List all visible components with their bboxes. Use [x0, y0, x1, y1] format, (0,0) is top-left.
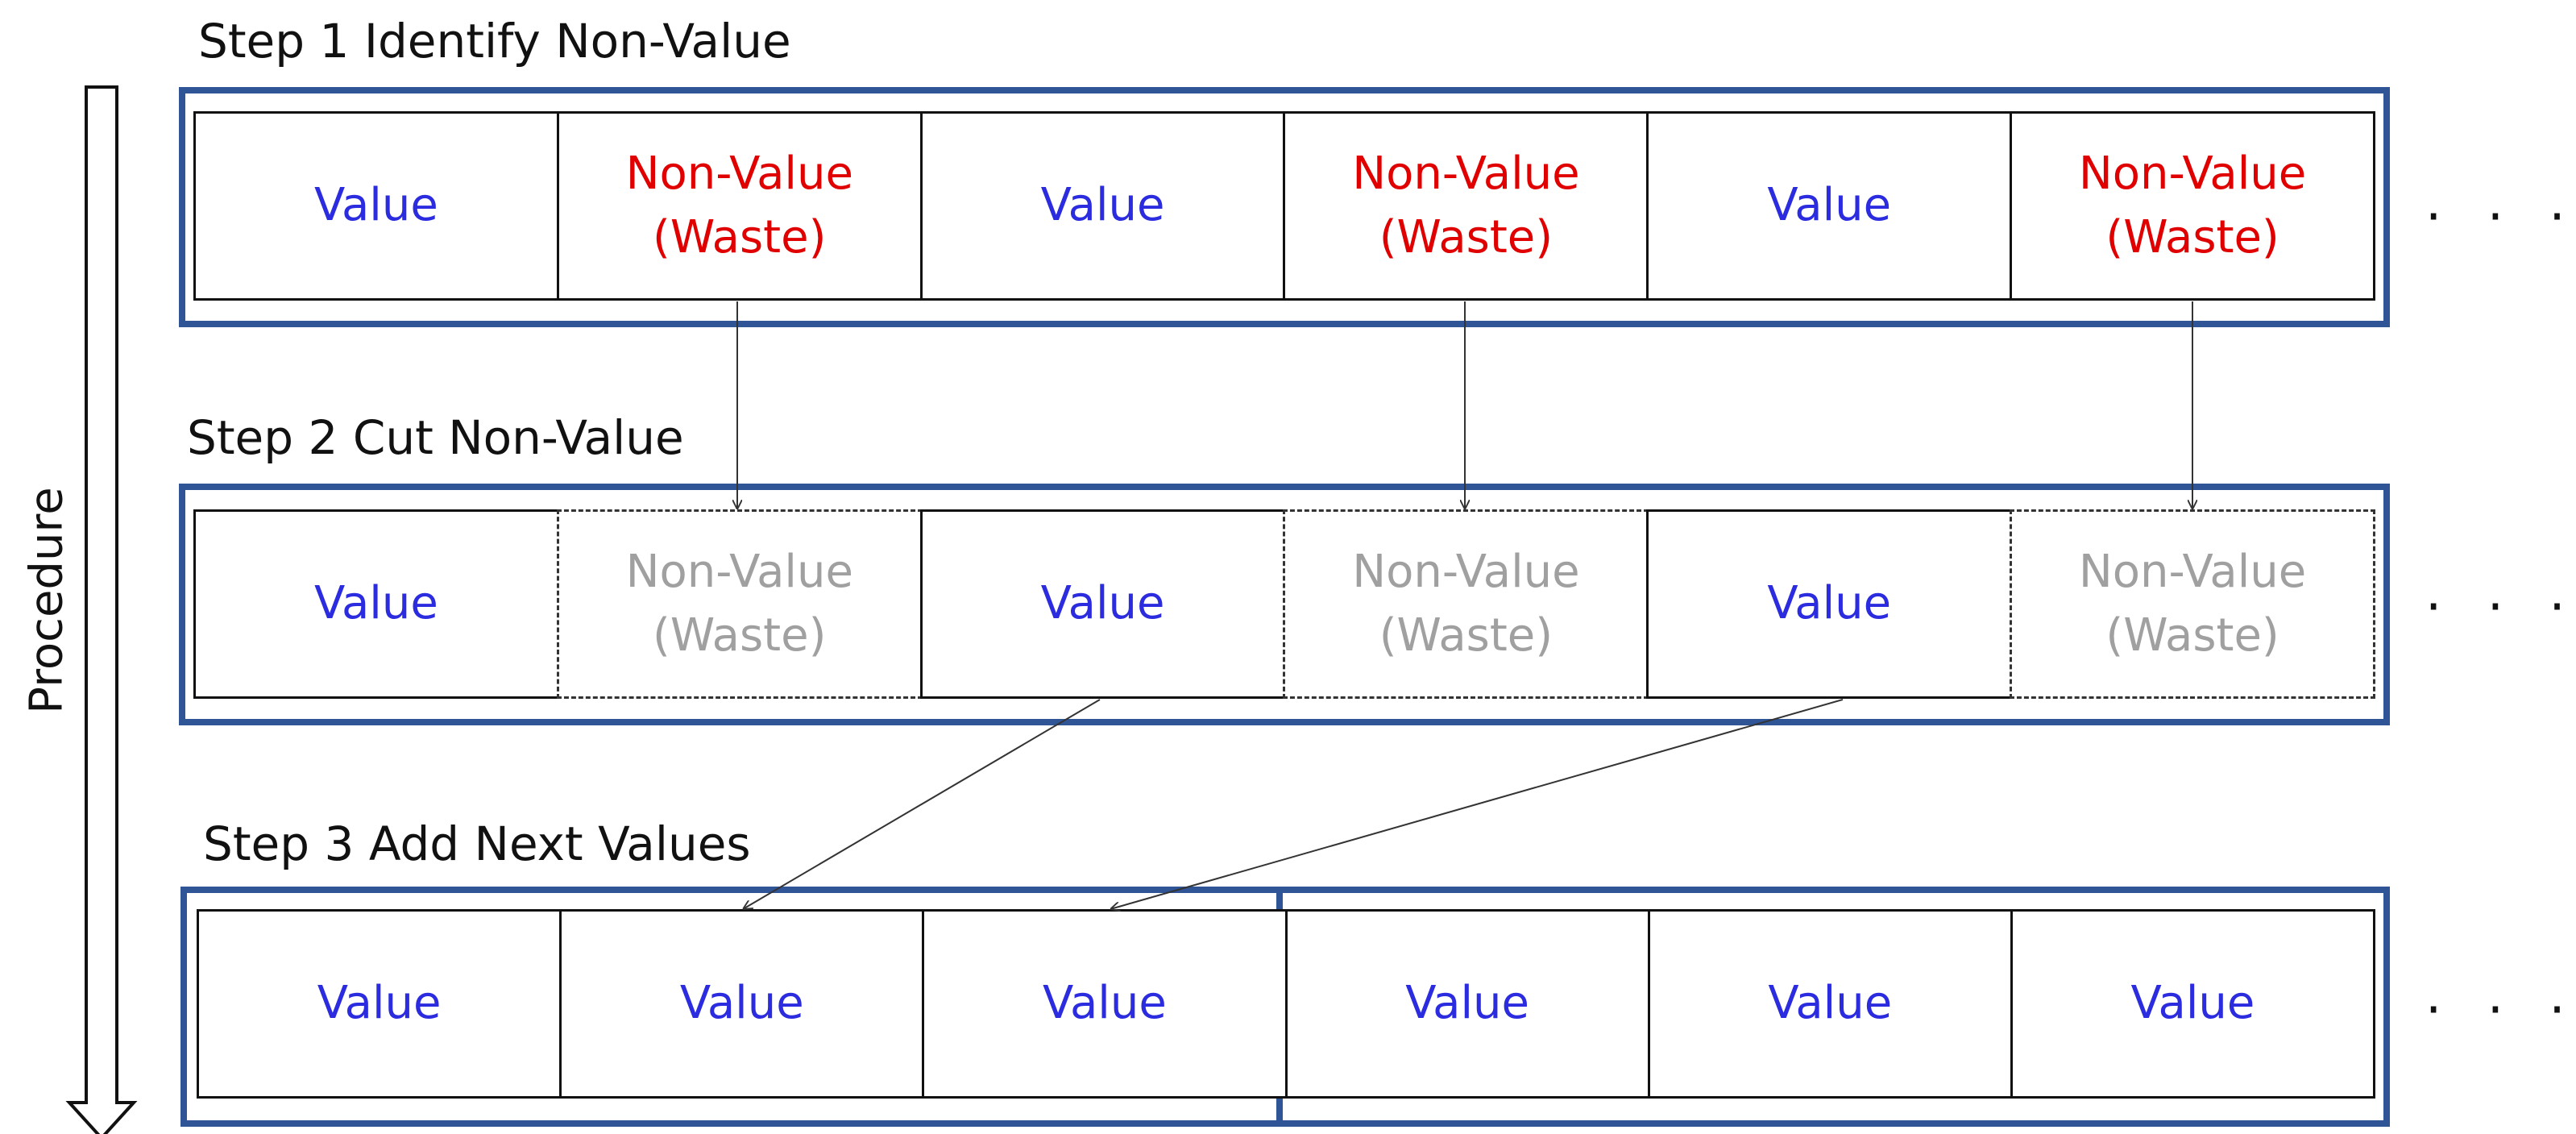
block-label: Non-Value	[2078, 147, 2307, 201]
block-label: Value	[1767, 179, 1892, 232]
step1-ellipsis: · · ·	[2425, 188, 2576, 247]
procedure-arrow	[65, 85, 138, 1134]
block-label: Value	[679, 977, 804, 1030]
block-label: Non-Value	[1352, 147, 1580, 201]
step2-block-cut: Non-Value (Waste)	[556, 509, 923, 699]
step3-block-value: Value	[197, 909, 562, 1099]
block-label: (Waste)	[653, 210, 827, 264]
block-label: Value	[1405, 977, 1529, 1030]
step1-block-waste: Non-Value (Waste)	[556, 111, 923, 301]
block-label: (Waste)	[1379, 609, 1553, 662]
block-label: Value	[314, 577, 438, 630]
step2-ellipsis: · · ·	[2425, 578, 2576, 638]
step3-block-value: Value	[559, 909, 925, 1099]
step3-row: Value Value Value Value Value Value	[197, 909, 2376, 1099]
step2-block-cut: Non-Value (Waste)	[1283, 509, 1649, 699]
block-label: (Waste)	[2105, 609, 2279, 662]
block-label: Value	[1040, 179, 1165, 232]
step3-ellipsis: · · ·	[2425, 981, 2576, 1041]
block-label: Non-Value	[625, 546, 853, 599]
step1-row: Value Non-Value (Waste) Value Non-Value (Wast…	[193, 111, 2375, 301]
step2-title: Step 2 Cut Non-Value	[187, 410, 684, 465]
block-label: Non-Value	[625, 147, 853, 201]
block-label: (Waste)	[653, 609, 827, 662]
arrow-value-3-to-slot-3	[1110, 699, 1844, 909]
block-label: Value	[1040, 577, 1165, 630]
step1-block-waste: Non-Value (Waste)	[2010, 111, 2375, 301]
arrow-value-2-to-slot-2	[743, 699, 1101, 909]
step2-block-value: Value	[1646, 509, 2013, 699]
step1-block-waste: Non-Value (Waste)	[1283, 111, 1649, 301]
block-label: Value	[1043, 977, 1167, 1030]
step2-block-value: Value	[919, 509, 1286, 699]
step2-block-cut: Non-Value (Waste)	[2010, 509, 2375, 699]
step1-frame	[179, 87, 2390, 327]
block-label: Value	[317, 977, 442, 1030]
step3-block-value: Value	[1284, 909, 1650, 1099]
block-label: (Waste)	[1379, 210, 1553, 264]
block-label: Non-Value	[1352, 546, 1580, 599]
step2-frame	[179, 484, 2390, 725]
step1-block-value: Value	[1646, 111, 2013, 301]
step3-block-value: Value	[2010, 909, 2376, 1099]
step1-block-value: Value	[919, 111, 1286, 301]
block-label: Non-Value	[2078, 546, 2307, 599]
block-label: Value	[2130, 977, 2255, 1030]
step1-block-value: Value	[193, 111, 559, 301]
step3-block-value: Value	[1647, 909, 2013, 1099]
block-label: Value	[1768, 977, 1893, 1030]
block-label: Value	[314, 179, 438, 232]
step3-title: Step 3 Add Next Values	[203, 816, 751, 871]
block-label: Value	[1767, 577, 1892, 630]
step1-title: Step 1 Identify Non-Value	[198, 14, 791, 69]
step2-row: Value Non-Value (Waste) Value Non-Value (Wast…	[193, 509, 2375, 699]
block-label: (Waste)	[2105, 210, 2279, 264]
step3-block-value: Value	[922, 909, 1288, 1099]
